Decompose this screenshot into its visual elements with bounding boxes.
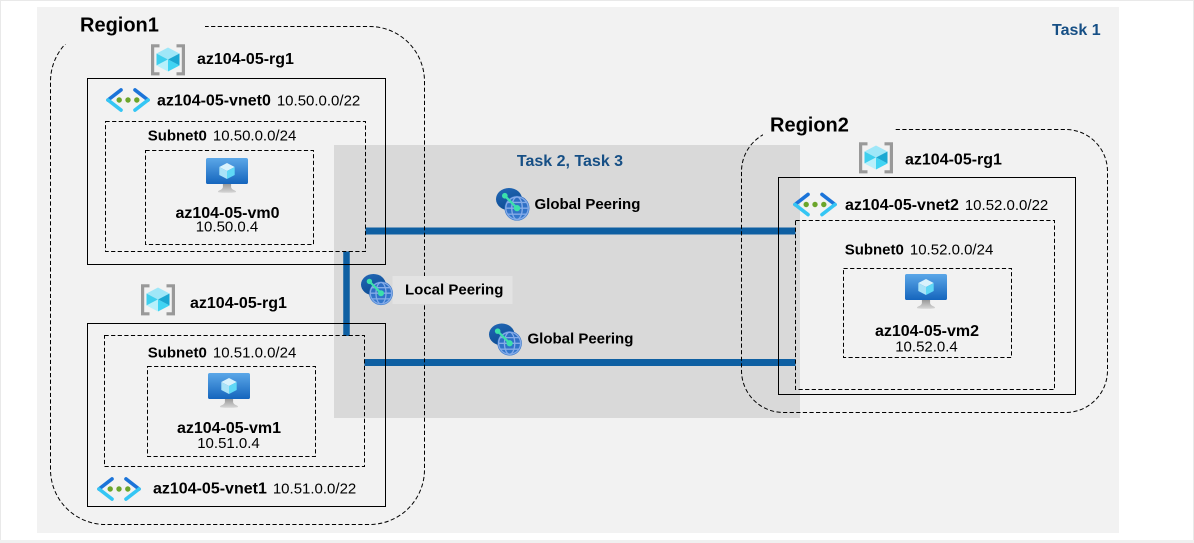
svg-text:10.50.0.4: 10.50.0.4 — [196, 219, 259, 236]
svg-text:Global Peering: Global Peering — [528, 331, 634, 348]
svg-text:az104-05-rg1: az104-05-rg1 — [905, 152, 1002, 169]
svg-text:az104-05-vm0: az104-05-vm0 — [175, 205, 279, 222]
svg-text:az104-05-vm2: az104-05-vm2 — [875, 323, 979, 340]
svg-text:Task 1: Task 1 — [1052, 22, 1101, 39]
svg-text:Local Peering: Local Peering — [405, 282, 503, 299]
svg-text:az104-05-rg1: az104-05-rg1 — [197, 51, 294, 68]
svg-text:Task 2, Task 3: Task 2, Task 3 — [517, 153, 623, 170]
svg-text:Region1: Region1 — [80, 15, 159, 37]
svg-text:Region2: Region2 — [770, 115, 849, 137]
svg-text:10.51.0.4: 10.51.0.4 — [197, 435, 260, 452]
svg-text:Global Peering: Global Peering — [535, 196, 641, 213]
svg-text:az104-05-vm1: az104-05-vm1 — [177, 420, 281, 437]
svg-text:10.52.0.4: 10.52.0.4 — [895, 339, 958, 356]
svg-text:az104-05-rg1: az104-05-rg1 — [190, 295, 287, 312]
